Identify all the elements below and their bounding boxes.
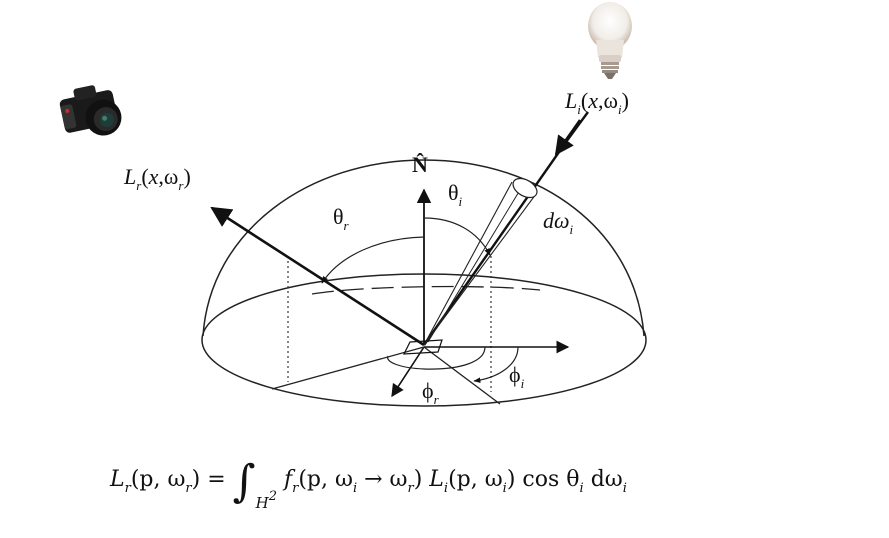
d-omega-label: dωi <box>543 208 574 237</box>
theta-r-label: θr <box>333 204 349 233</box>
phi-i-label: ϕi <box>509 362 525 391</box>
incoming-ray <box>423 141 567 346</box>
theta-i-label: θi <box>448 180 463 209</box>
integral-sign: ∫ <box>232 456 256 507</box>
camera-icon <box>59 85 122 136</box>
light-bulb-icon <box>588 2 632 79</box>
incoming-radiance-label: Li(x,ωi) <box>565 88 629 117</box>
hemisphere-dome <box>202 159 645 337</box>
phi-r-label: ϕr <box>422 378 439 407</box>
reflection-equation: Lr(p, ωr) = ∫H2 fr(p, ωi → ωr) Li(p, ωi)… <box>110 456 627 512</box>
normal-label: N̂ <box>412 152 428 177</box>
outgoing-ray <box>210 206 425 347</box>
outgoing-radiance-label: Lr(x,ωr) <box>124 164 191 193</box>
